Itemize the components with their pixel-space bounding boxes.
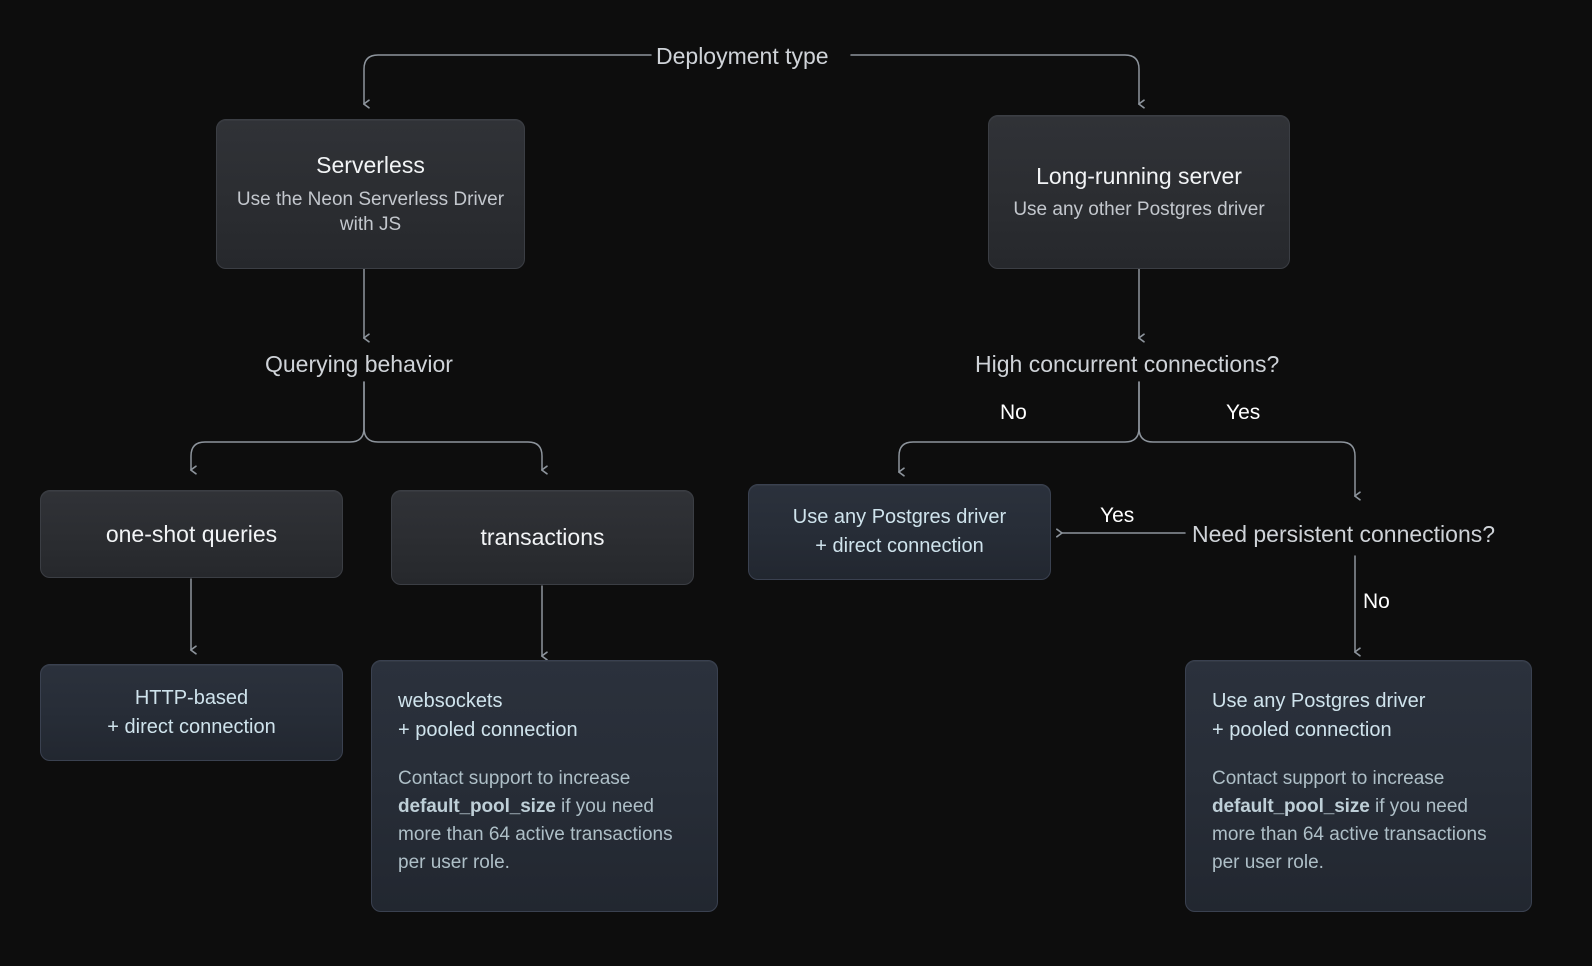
result-websockets-line2: + pooled connection <box>398 719 578 741</box>
decision-querying-behavior: Querying behavior <box>265 351 453 377</box>
node-serverless-title: Serverless <box>316 152 425 179</box>
result-direct-line2: + direct connection <box>815 535 984 557</box>
result-pooled-line2: + pooled connection <box>1212 719 1392 741</box>
result-http-line1: HTTP-based <box>134 686 249 709</box>
note-post-text: if you need more than 64 active transact… <box>398 796 673 874</box>
node-transactions[interactable]: transactions <box>391 490 694 585</box>
edge-label-yes-persistent: Yes <box>1100 504 1135 527</box>
edge-label-yes-concurrent: Yes <box>1226 401 1261 424</box>
result-websockets-note: Contact support to increase default_pool… <box>398 765 691 877</box>
result-pooled-line1: Use any Postgres driver <box>1212 690 1426 712</box>
decision-need-persistent-connections: Need persistent connections? <box>1192 521 1496 547</box>
node-long-running-subtitle: Use any other Postgres driver <box>1013 199 1265 221</box>
node-serverless-subtitle: Use the Neon Serverless Driver with JS <box>236 188 505 235</box>
pooled-note-post-text: if you need more than 64 active transact… <box>1212 796 1487 874</box>
node-one-shot-queries[interactable]: one-shot queries <box>40 490 343 578</box>
node-transactions-label: transactions <box>480 524 605 551</box>
note-code-default-pool-size: default_pool_size <box>398 796 556 818</box>
node-result-any-driver-pooled[interactable]: Use any Postgres driver + pooled connect… <box>1185 660 1532 912</box>
note-pre-text: Contact support to increase <box>398 768 631 789</box>
node-serverless[interactable]: Serverless Use the Neon Serverless Drive… <box>216 119 525 269</box>
node-result-any-driver-direct[interactable]: Use any Postgres driver + direct connect… <box>748 484 1051 580</box>
node-one-shot-queries-label: one-shot queries <box>105 520 278 547</box>
pooled-note-pre-text: Contact support to increase <box>1212 768 1445 789</box>
node-result-websockets-pooled[interactable]: websockets + pooled connection Contact s… <box>371 660 718 912</box>
node-result-http-direct[interactable]: HTTP-based + direct connection <box>40 664 343 761</box>
node-long-running-server[interactable]: Long-running server Use any other Postgr… <box>988 115 1290 269</box>
result-websockets-line1: websockets <box>398 690 503 712</box>
result-direct-line1: Use any Postgres driver <box>792 506 1007 528</box>
result-http-line2: + direct connection <box>107 715 276 738</box>
root-decision-label: Deployment type <box>656 43 829 69</box>
pooled-note-code-default-pool-size: default_pool_size <box>1212 796 1370 818</box>
edge-label-no-persistent: No <box>1363 590 1390 613</box>
result-pooled-note: Contact support to increase default_pool… <box>1212 765 1505 877</box>
decision-high-concurrent-connections: High concurrent connections? <box>975 351 1280 377</box>
edge-label-no-concurrent: No <box>1000 401 1027 424</box>
node-long-running-title: Long-running server <box>1036 162 1242 189</box>
